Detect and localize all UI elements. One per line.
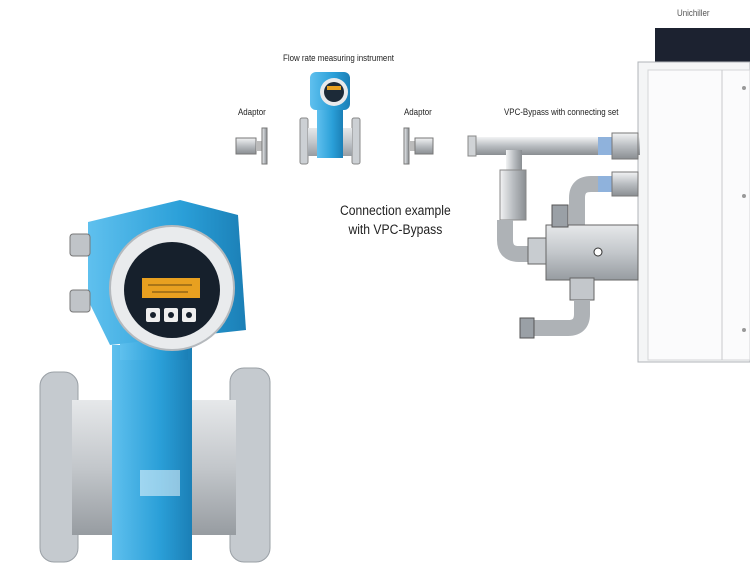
caption-line-1: Connection example bbox=[340, 203, 451, 218]
adaptor-right-label: Adaptor bbox=[404, 107, 432, 117]
vpc-bypass-illustration bbox=[467, 132, 640, 339]
unichiller-label: Unichiller bbox=[677, 8, 710, 18]
connection-caption: Connection example with VPC-Bypass bbox=[340, 201, 451, 239]
adaptor-right-illustration bbox=[403, 127, 434, 165]
flow-instrument-large-illustration bbox=[39, 200, 271, 563]
flow-instrument-label: Flow rate measuring instrument bbox=[283, 53, 394, 63]
caption-line-2: with VPC-Bypass bbox=[348, 222, 443, 237]
adaptor-left-label: Adaptor bbox=[238, 107, 266, 117]
adaptor-left-illustration bbox=[235, 127, 268, 165]
unichiller-illustration bbox=[637, 28, 750, 363]
vpc-bypass-label: VPC-Bypass with connecting set bbox=[504, 107, 619, 117]
flow-instrument-small-illustration bbox=[299, 72, 361, 165]
